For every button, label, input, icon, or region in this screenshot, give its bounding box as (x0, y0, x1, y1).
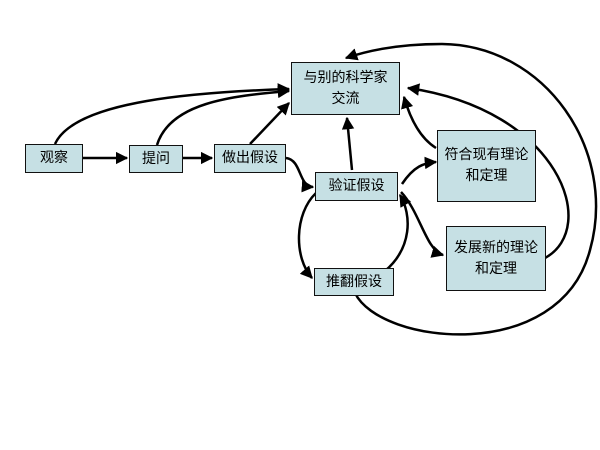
arrow-refute-to-share (344, 42, 598, 336)
node-observe[interactable]: 观察 (25, 144, 83, 173)
node-ask[interactable]: 提问 (129, 145, 183, 173)
node-hypothesize[interactable]: 做出假设 (214, 144, 286, 173)
node-develop-label-line2: 和定理 (475, 260, 517, 277)
node-refute-label: 推翻假设 (326, 273, 382, 290)
arrow-hypothesize-to-share (249, 102, 290, 145)
node-conform-label-line2: 和定理 (465, 168, 508, 184)
arrow-conform-to-share (401, 95, 437, 150)
arrow-refute-to-verify (384, 193, 412, 272)
arrow-verify-to-develop (400, 191, 445, 258)
node-refute[interactable]: 推翻假设 (314, 268, 394, 296)
arrow-observe-to-share (53, 83, 291, 145)
node-conform-label-line1: 符合现有理论 (444, 147, 529, 163)
node-ask-label: 提问 (142, 150, 170, 167)
node-share-label-line2: 交流 (331, 90, 360, 107)
node-observe-label: 观察 (40, 150, 68, 166)
arrow-verify-to-refute (297, 192, 317, 279)
node-hypothesize-label: 做出假设 (222, 150, 278, 166)
arrow-verify-to-share (341, 116, 355, 171)
node-verify[interactable]: 验证假设 (315, 172, 398, 201)
node-share[interactable]: 与别的科学家 交流 (291, 62, 400, 115)
node-verify-label: 验证假设 (328, 178, 385, 194)
node-share-label-line1: 与别的科学家 (303, 69, 388, 86)
node-conform[interactable]: 符合现有理论 和定理 (437, 130, 536, 202)
arrow-verify-to-conform (400, 156, 438, 185)
node-develop[interactable]: 发展新的理论 和定理 (446, 226, 546, 291)
arrow-hypothesize-to-verify (285, 156, 315, 193)
node-develop-label-line1: 发展新的理论 (454, 239, 538, 256)
arrow-ask-to-share (155, 85, 291, 146)
arrow-develop-to-share (406, 83, 570, 260)
